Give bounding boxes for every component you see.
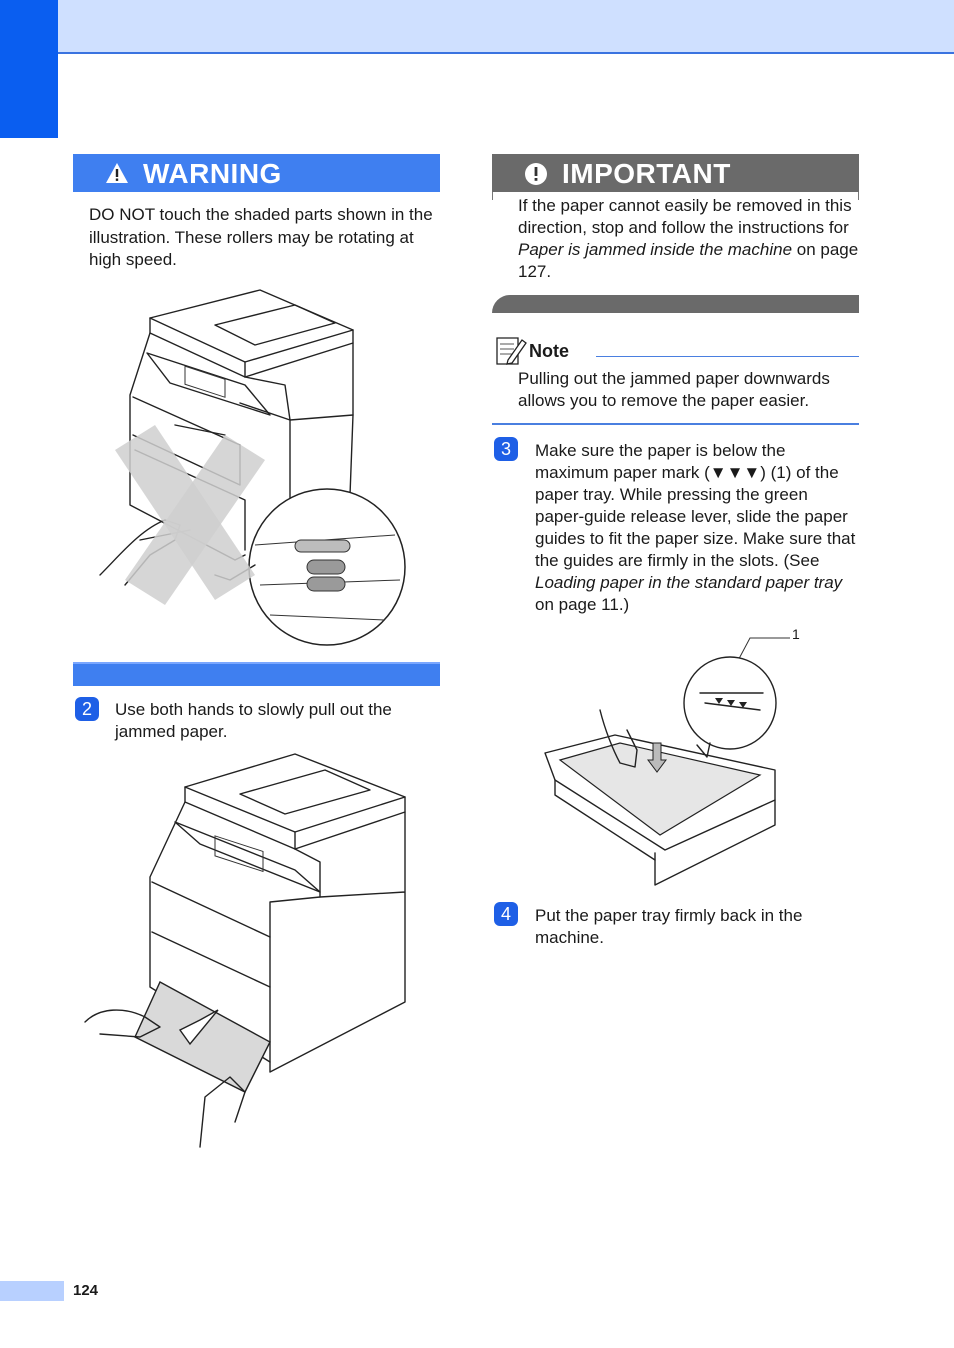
callout-label: 1 bbox=[792, 626, 800, 642]
step-3-text: Make sure the paper is below the maximum… bbox=[535, 440, 860, 616]
step-3-badge: 3 bbox=[494, 437, 518, 461]
important-text: If the paper cannot easily be removed in… bbox=[518, 195, 863, 283]
warning-header: WARNING bbox=[73, 154, 440, 192]
header-band bbox=[0, 0, 954, 54]
warning-text: DO NOT touch the shaded parts shown in t… bbox=[89, 205, 433, 269]
note-text: Pulling out the jammed paper downwards a… bbox=[518, 369, 830, 410]
important-title: IMPORTANT bbox=[562, 158, 731, 189]
note-title: Note bbox=[529, 341, 569, 361]
step-3-text-part: Make sure the paper is below the maximum… bbox=[535, 441, 856, 570]
printer-rollers-illustration bbox=[99, 289, 406, 646]
important-text-part: on page 127. bbox=[518, 240, 859, 281]
important-link-title: Paper is jammed inside the machine bbox=[518, 240, 793, 259]
exclamation-circle-icon bbox=[525, 163, 547, 185]
step-3-text-part: on page 11.) bbox=[535, 595, 630, 614]
page-number-tab bbox=[0, 1281, 64, 1301]
note-divider bbox=[596, 356, 859, 357]
warning-triangle-icon bbox=[106, 163, 128, 183]
warning-footer bbox=[73, 662, 440, 686]
important-side-bracket bbox=[492, 192, 859, 200]
warning-title: WARNING bbox=[143, 158, 282, 189]
note-bottom-rule bbox=[492, 423, 859, 425]
page-number: 124 bbox=[73, 1282, 99, 1299]
important-header: IMPORTANT bbox=[492, 154, 859, 192]
step-2-text: Use both hands to slowly pull out the ja… bbox=[115, 700, 392, 741]
important-footer bbox=[492, 295, 859, 313]
step-4-text: Put the paper tray firmly back in the ma… bbox=[535, 906, 803, 947]
important-text-part: If the paper cannot easily be removed in… bbox=[518, 196, 852, 237]
note-pencil-icon bbox=[496, 337, 527, 365]
chapter-tab bbox=[0, 0, 58, 138]
step-4-badge: 4 bbox=[494, 902, 518, 926]
paper-tray-illustration bbox=[544, 637, 790, 886]
step-3-link-title: Loading paper in the standard paper tray bbox=[535, 573, 843, 592]
pull-paper-illustration bbox=[84, 753, 406, 1148]
step-2-badge: 2 bbox=[75, 697, 99, 721]
